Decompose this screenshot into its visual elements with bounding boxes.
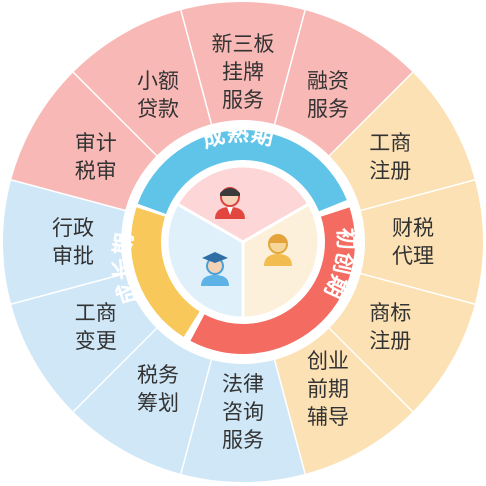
service-labels: 小额贷款新三板挂牌服务融资服务工商注册财税代理商标注册创业前期辅导法律咨询服务税…: [52, 32, 434, 452]
service-label-line: 挂牌: [222, 60, 264, 84]
service-label-line: 审计: [75, 131, 117, 155]
service-label-line: 服务: [222, 428, 264, 452]
inner-phase-slice: [165, 201, 245, 320]
service-label-line: 税审: [75, 159, 117, 183]
service-label-line: 财税: [392, 216, 434, 240]
service-label-line: 税务: [137, 363, 179, 387]
service-label-line: 前期: [307, 377, 349, 401]
service-label-line: 行政: [52, 216, 94, 240]
mature-phase-arc: [137, 130, 347, 214]
inner-sectors: [165, 164, 321, 320]
service-label-line: 辅导: [307, 405, 349, 429]
service-label-line: 小额: [137, 69, 179, 93]
service-label-line: 服务: [307, 97, 349, 121]
graduate-icon: [201, 252, 229, 286]
service-label-line: 服务: [222, 88, 264, 112]
service-label-line: 筹划: [137, 391, 179, 415]
startup-phase-arc: [190, 207, 356, 355]
businessman-icon: [215, 187, 245, 219]
service-label-line: 商标: [369, 301, 411, 325]
service-label-line: 融资: [307, 69, 349, 93]
service-label-line: 贷款: [137, 97, 179, 121]
service-label-line: 咨询: [222, 400, 264, 424]
service-label-line: 注册: [369, 159, 411, 183]
service-label-line: 注册: [369, 329, 411, 353]
service-label-line: 审批: [52, 244, 94, 268]
growth-phase-arc: [131, 207, 200, 337]
service-label-line: 工商: [369, 131, 411, 155]
founder-icon: [264, 234, 292, 266]
service-label-line: 变更: [75, 329, 117, 353]
service-label-line: 新三板: [212, 32, 275, 56]
service-label-line: 法律: [222, 372, 264, 396]
service-label-line: 代理: [392, 244, 434, 268]
service-label-line: 创业: [307, 349, 349, 373]
service-label-line: 工商: [75, 301, 117, 325]
